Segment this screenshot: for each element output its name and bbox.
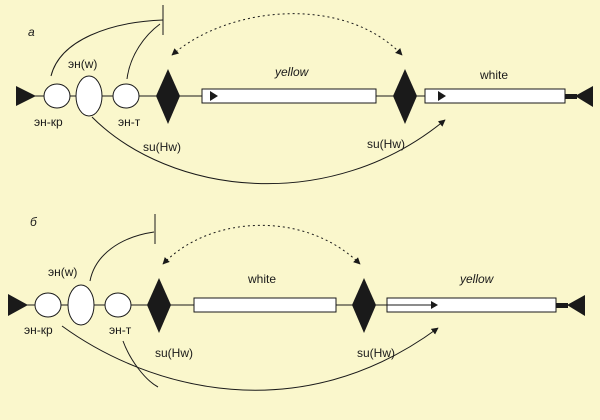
- activation-arrow-kr: [61, 325, 439, 391]
- enhancer-t-label: эн-т: [118, 115, 141, 129]
- insulator-diamond-1: [147, 278, 171, 333]
- insulator-label-1: su(Hw): [155, 346, 193, 360]
- right-end-triangle-icon: [575, 86, 593, 107]
- promoter-arrow-icon: [431, 301, 438, 309]
- enhancer-kr-label: эн-кр: [24, 323, 53, 337]
- enhancer-w: [67, 284, 95, 326]
- insulator-label-2: su(Hw): [357, 346, 395, 360]
- gene-yellow-label: yellow: [274, 65, 310, 79]
- insulator-label-2: su(Hw): [367, 137, 405, 151]
- enhancer-w-label: эн(w): [68, 57, 97, 71]
- enhancer-t: [112, 83, 140, 109]
- activation-arrow: [91, 116, 446, 185]
- panel-label: б: [30, 215, 38, 229]
- panel-b: б эн-кр эн(w) эн-т su(Hw) white su(Hw) y…: [8, 214, 585, 391]
- blocked-interaction-kr: [50, 19, 164, 77]
- gene-white-label: white: [247, 272, 276, 286]
- enhancer-t: [104, 292, 132, 318]
- blocked-interaction-w: [89, 231, 155, 282]
- enhancer-kr: [43, 83, 71, 109]
- right-end-stub: [565, 94, 577, 99]
- right-end-stub: [556, 303, 568, 308]
- gene-white-label: white: [479, 68, 508, 82]
- insulator-diamond-1: [156, 69, 180, 124]
- promoter-arrow-icon: [210, 91, 218, 101]
- panel-label: а: [28, 25, 35, 39]
- gene-yellow: [201, 88, 377, 104]
- enhancer-kr-label: эн-кр: [34, 115, 63, 129]
- activation-arrow-t: [122, 340, 159, 388]
- enhancer-w-label: эн(w): [48, 265, 77, 279]
- left-end-triangle-icon: [16, 86, 36, 106]
- gene-yellow-label: yellow: [459, 272, 495, 286]
- panel-a: а эн-кр эн(w) эн-т su(Hw) yellow su(Hw) …: [16, 5, 593, 185]
- left-end-triangle-icon: [8, 294, 28, 316]
- enhancer-t-label: эн-т: [109, 323, 132, 337]
- insulator-pairing-arrow: [171, 13, 403, 56]
- promoter-arrow-icon: [438, 91, 446, 101]
- enhancer-w: [75, 75, 103, 117]
- insulator-diamond-2: [352, 278, 376, 333]
- right-end-triangle-icon: [567, 295, 585, 316]
- gene-white: [193, 297, 337, 313]
- insulator-label-1: su(Hw): [143, 140, 181, 154]
- blocked-interaction-t: [126, 23, 161, 80]
- insulator-diamond-2: [393, 69, 417, 124]
- insulator-pairing-arrow: [162, 224, 361, 265]
- enhancer-kr: [34, 292, 62, 318]
